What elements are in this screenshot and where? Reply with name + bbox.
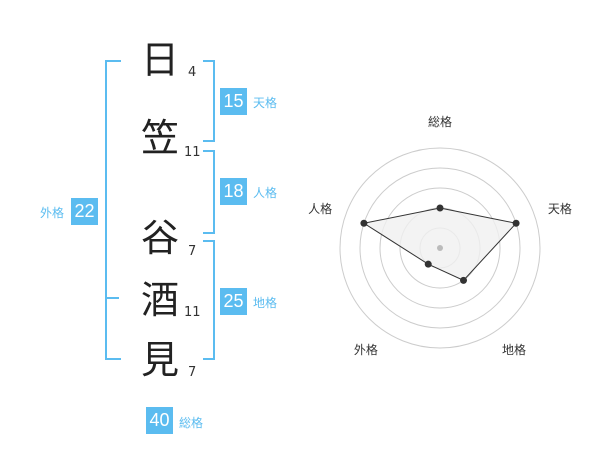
radar-points [360,204,520,284]
chikaku-label: 地格 [253,296,278,310]
radar-center-dot [437,245,443,251]
radar-axis-label-soukaku: 総格 [428,114,452,129]
gaikaku-bracket [105,60,121,360]
gaikaku-bracket-mid [105,297,119,299]
stroke-count-2: 11 [184,145,201,160]
name-char-3: 谷 [140,216,179,260]
name-char-1: 日 [140,38,179,82]
chikaku-value: 25 [220,288,247,315]
radar-grid-ring [359,167,521,329]
radar-axis-label-jinkaku: 人格 [308,201,332,216]
gaikaku-label: 外格 [40,206,65,220]
radar-shape [362,207,518,281]
stroke-count-1: 4 [188,65,197,80]
radar-grid-ring [339,147,541,349]
chikaku-bracket [203,240,215,360]
soukaku-label: 総格 [179,416,204,430]
jinkaku-value: 18 [220,178,247,205]
stroke-count-4: 11 [184,305,201,320]
soukaku-value: 40 [146,407,173,434]
jinkaku-label: 人格 [253,186,278,200]
radar-axis-label-tenkaku: 天格 [548,201,572,216]
radar-point [424,260,432,268]
radar-point [360,219,368,227]
radar-point [460,276,468,284]
radar-axis-label-gaikaku: 外格 [354,342,378,357]
name-char-4: 酒 [140,278,179,322]
tenkaku-bracket [203,60,215,142]
stroke-count-3: 7 [188,244,197,259]
tenkaku-value: 15 [220,88,247,115]
jinkaku-bracket [203,150,215,234]
stroke-count-5: 7 [188,365,197,380]
tenkaku-label: 天格 [253,96,278,110]
gaikaku-value: 22 [71,198,98,225]
radar-axis-label-chikaku: 地格 [502,342,526,357]
radar-point [512,219,520,227]
name-char-5: 見 [140,338,179,382]
name-char-2: 笠 [140,116,179,160]
radar-grid-ring [379,187,501,309]
radar-point [436,204,444,212]
